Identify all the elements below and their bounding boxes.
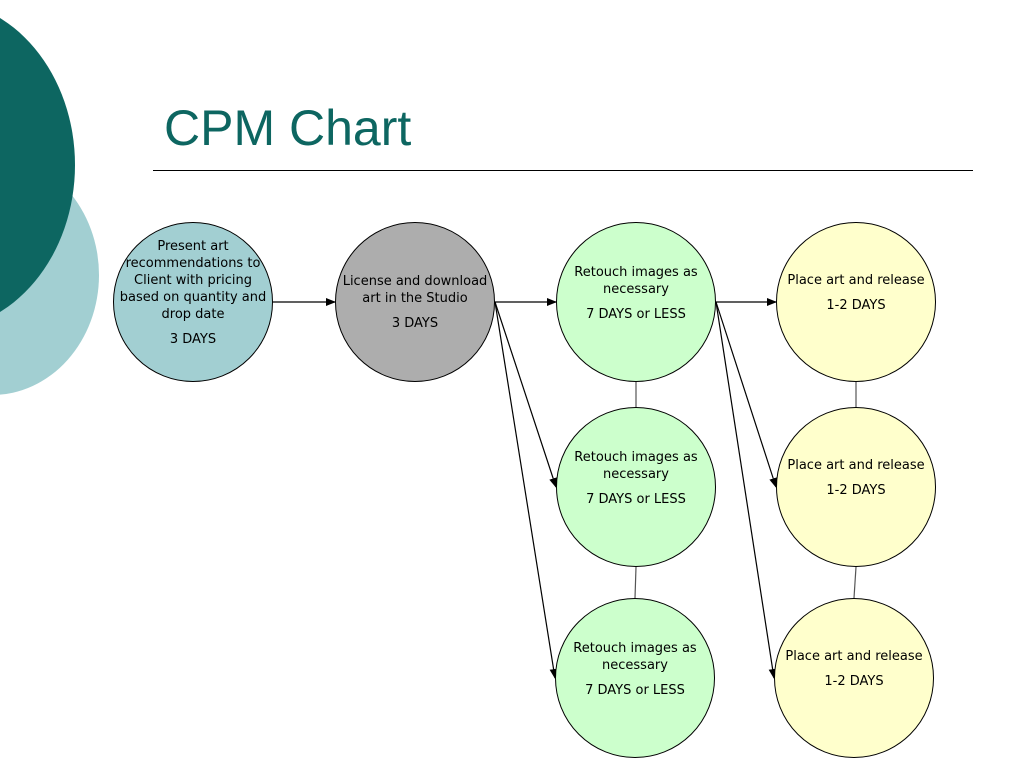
node-label: Retouch images as necessary [574,264,698,297]
link-retouch2-to-retouch3 [634,566,637,599]
arrow-retouch1-to-place2 [715,301,778,488]
node-duration: 1-2 DAYS [826,483,886,498]
node-place-1: Place art and release 1-2 DAYS [776,222,936,382]
node-license-download: License and download art in the Studio 3… [335,222,495,382]
node-place-2: Place art and release 1-2 DAYS [776,407,936,567]
node-label: Retouch images as necessary [573,640,697,673]
node-label: Place art and release [787,273,925,288]
node-duration: 1-2 DAYS [824,674,884,689]
node-duration: 1-2 DAYS [826,298,886,313]
node-retouch-2: Retouch images as necessary 7 DAYS or LE… [556,407,716,567]
slide-title: CPM Chart [164,100,412,156]
node-duration: 3 DAYS [391,315,439,331]
node-label: License and download art in the Studio [342,273,488,306]
arrow-license-to-retouch3 [494,301,558,679]
node-label: Place art and release [787,458,925,473]
node-label: Present art recommendations to Client wi… [119,239,267,322]
node-duration: 3 DAYS [169,332,217,347]
node-present-art: Present art recommendations to Client wi… [113,222,273,382]
node-label: Place art and release [785,649,923,664]
node-duration: 7 DAYS or LESS [586,306,686,322]
title-underline [153,170,973,171]
node-duration: 7 DAYS or LESS [586,491,686,507]
node-place-3: Place art and release 1-2 DAYS [774,598,934,758]
node-retouch-1: Retouch images as necessary 7 DAYS or LE… [556,222,716,382]
node-duration: 7 DAYS or LESS [585,682,685,698]
arrow-retouch1-to-place3 [715,301,777,679]
node-retouch-3: Retouch images as necessary 7 DAYS or LE… [555,598,715,758]
link-place2-to-place3 [853,566,857,599]
node-label: Retouch images as necessary [574,449,698,482]
arrow-license-to-retouch2 [494,301,557,488]
